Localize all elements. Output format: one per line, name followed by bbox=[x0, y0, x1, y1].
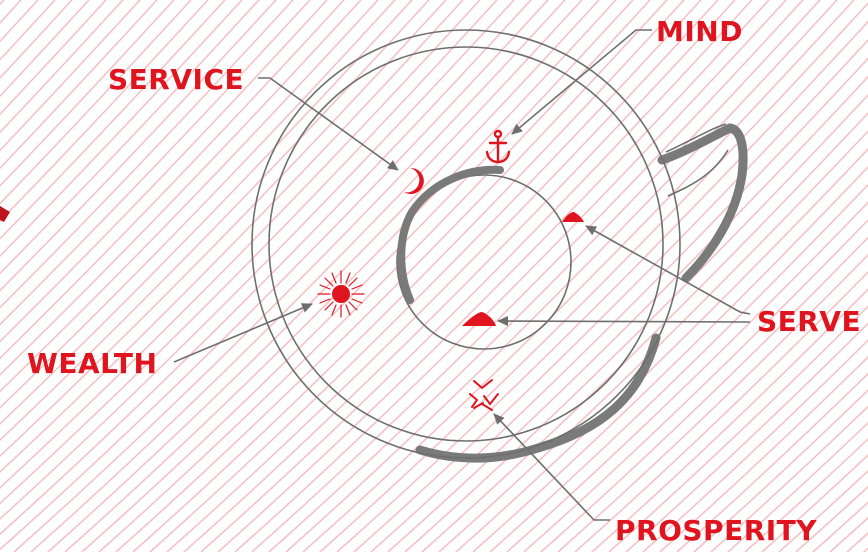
left-edge-red-mark bbox=[0, 206, 10, 222]
cup bbox=[252, 30, 680, 458]
mind-leader-line bbox=[512, 30, 652, 134]
serve-lower-leader-line bbox=[498, 321, 750, 322]
wealth-label: WEALTH bbox=[27, 350, 157, 378]
serve-label: SERVE bbox=[757, 308, 861, 336]
cup-handle bbox=[662, 124, 743, 278]
mound-icon bbox=[462, 312, 496, 326]
prosperity-label: PROSPERITY bbox=[615, 517, 817, 545]
serve-upper-leader-line bbox=[586, 226, 750, 314]
sun-icon bbox=[318, 271, 364, 317]
service-label: SERVICE bbox=[108, 66, 244, 94]
leader-lines bbox=[174, 30, 750, 520]
cup-outer-rim bbox=[252, 30, 680, 458]
mind-label: MIND bbox=[656, 18, 743, 46]
